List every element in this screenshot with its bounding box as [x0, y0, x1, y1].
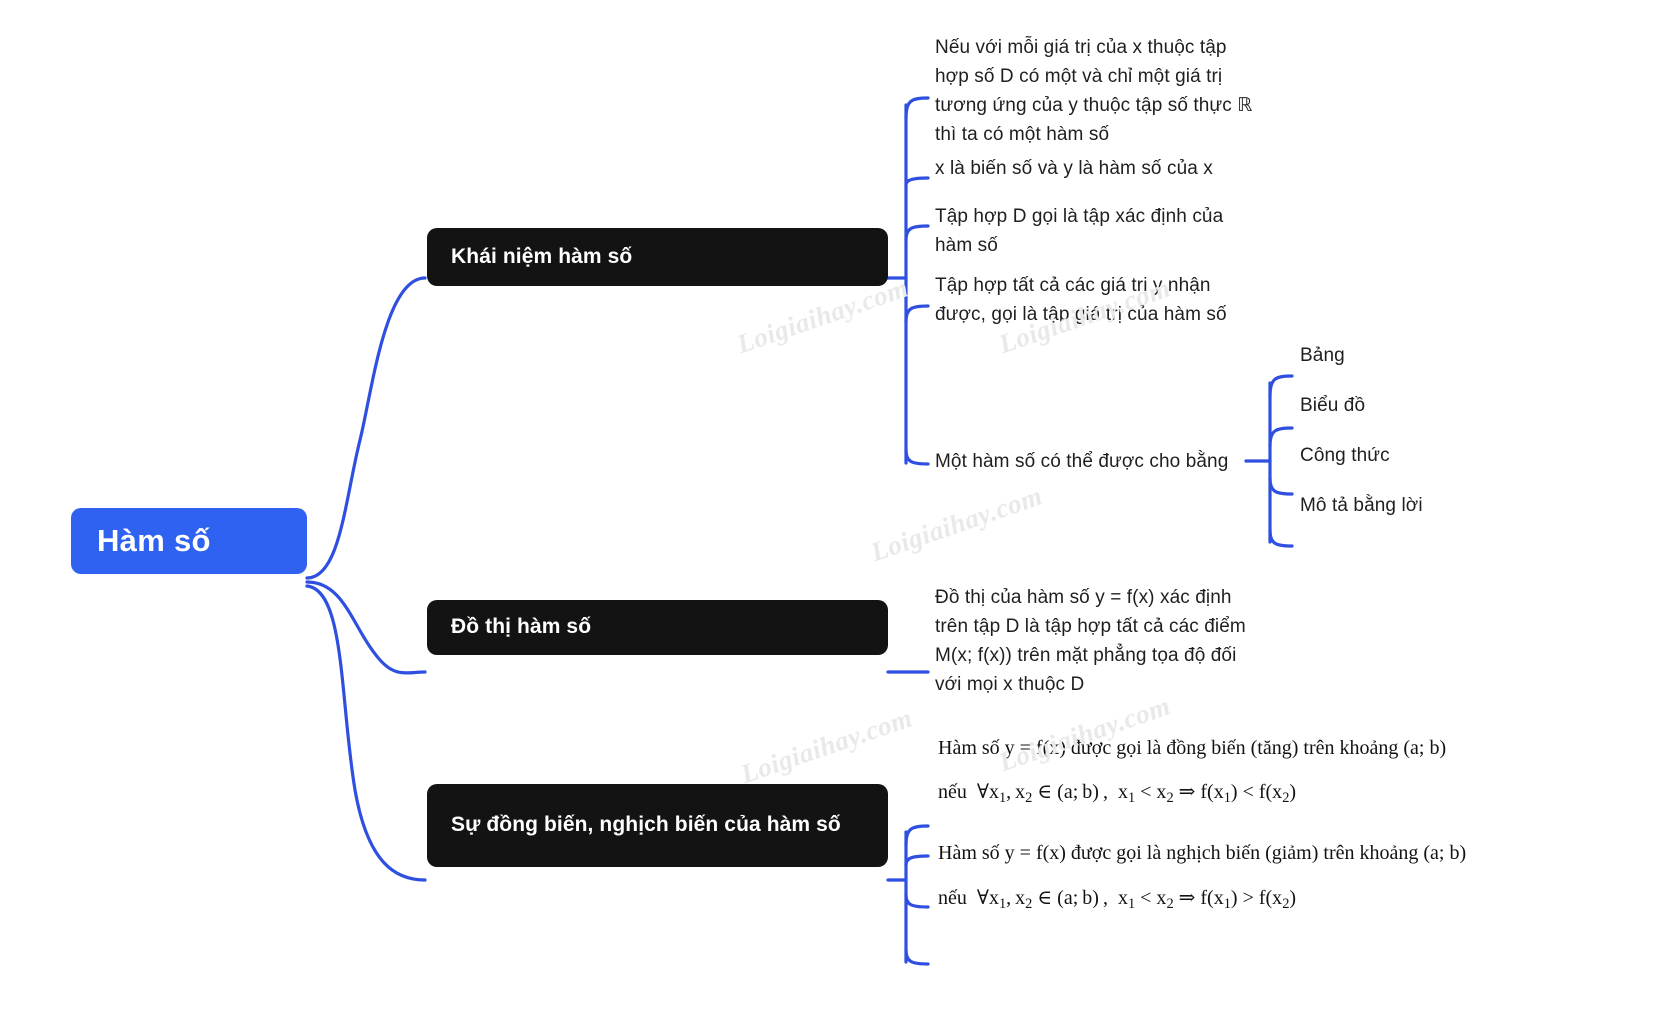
- link-khai-niem-child-1: [904, 96, 930, 120]
- leaf-math-formula: nếu ∀x1, x2 ∈ (a; b) , x1 < x2 ⇒ f(x1) <…: [938, 780, 1297, 806]
- link-root-to-dong-bien: [305, 584, 427, 882]
- topic-node-khai-niem-ham-so[interactable]: Khái niệm hàm số: [427, 228, 888, 286]
- topic-node-label: Sự đồng biến, nghịch biến của hàm số: [451, 813, 841, 837]
- topic-node-su-dong-bien[interactable]: Sự đồng biến, nghịch biến của hàm số: [427, 784, 888, 867]
- leaf-label: Công thức: [1300, 444, 1390, 466]
- leaf-cho-bang-bang[interactable]: Bảng: [1300, 342, 1500, 370]
- leaf-nghich-bien-1[interactable]: Hàm số y = f(x) được gọi là nghịch biến …: [938, 837, 1518, 869]
- leaf-label: Tập hợp D gọi là tập xác định của hàm số: [935, 206, 1224, 256]
- link-khai-niem-child-5: [904, 448, 930, 466]
- leaf-khai-niem-5[interactable]: Một hàm số có thể được cho bằng: [935, 447, 1255, 477]
- link-khai-niem-child-4: [904, 304, 930, 324]
- leaf-nghich-bien-formula-1[interactable]: nếu ∀x1, x2 ∈ (a; b) , x1 < x2 ⇒ f(x1) >…: [938, 883, 1518, 915]
- watermark-4: Loigiaihay.com: [736, 702, 917, 790]
- leaf-khai-niem-2[interactable]: x là biến số và y là hàm số của x: [935, 155, 1265, 183]
- topic-node-label: Khái niệm hàm số: [451, 244, 633, 268]
- link-dong-bien-child-4: [904, 948, 930, 966]
- leaf-label: Hàm số y = f(x) được gọi là đồng biến (t…: [938, 737, 1447, 759]
- link-dong-bien-child-1: [904, 824, 930, 847]
- link-cho-bang-child-3: [1268, 476, 1294, 496]
- link-root-to-do-thi: [305, 580, 427, 675]
- leaf-cho-bang-bieu-do[interactable]: Biểu đồ: [1300, 392, 1500, 420]
- root-node-ham-so[interactable]: Hàm số: [71, 508, 307, 574]
- root-node-label: Hàm số: [97, 523, 211, 558]
- leaf-label: Hàm số y = f(x) được gọi là nghịch biến …: [938, 842, 1467, 864]
- leaf-label: Biểu đồ: [1300, 394, 1366, 416]
- topic-node-label: Đồ thị hàm số: [451, 615, 592, 639]
- leaf-label: Một hàm số có thể được cho bằng: [935, 450, 1229, 472]
- topic-node-do-thi-ham-so[interactable]: Đồ thị hàm số: [427, 600, 888, 655]
- leaf-label: x là biến số và y là hàm số của x: [935, 157, 1213, 179]
- leaf-do-thi-1[interactable]: Đồ thị của hàm số y = f(x) xác định trên…: [935, 583, 1255, 701]
- leaf-khai-niem-1[interactable]: Nếu với mỗi giá trị của x thuộc tập hợp …: [935, 33, 1265, 151]
- watermark-3: Loigiaihay.com: [866, 480, 1047, 568]
- leaf-label: Bảng: [1300, 344, 1345, 366]
- link-cho-bang-child-1: [1268, 374, 1294, 398]
- link-khai-niem-child-2: [904, 176, 930, 187]
- leaf-math-formula: nếu ∀x1, x2 ∈ (a; b) , x1 < x2 ⇒ f(x1) >…: [938, 886, 1297, 912]
- link-root-to-khai-niem: [305, 276, 427, 580]
- link-dong-bien-child-2: [904, 854, 930, 867]
- leaf-khai-niem-3[interactable]: Tập hợp D gọi là tập xác định của hàm số: [935, 203, 1255, 261]
- leaf-label: Đồ thị của hàm số y = f(x) xác định trên…: [935, 587, 1246, 695]
- leaf-cho-bang-cong-thuc[interactable]: Công thức: [1300, 442, 1500, 470]
- leaf-khai-niem-4[interactable]: Tập hợp tất cả các giá trị y nhận được, …: [935, 272, 1255, 330]
- leaf-cho-bang-mo-ta-bang-loi[interactable]: Mô tả bằng lời: [1300, 492, 1530, 520]
- link-khai-niem-child-3: [904, 224, 930, 242]
- leaf-dong-bien-1[interactable]: Hàm số y = f(x) được gọi là đồng biến (t…: [938, 732, 1518, 764]
- leaf-dong-bien-formula-1[interactable]: nếu ∀x1, x2 ∈ (a; b) , x1 < x2 ⇒ f(x1) <…: [938, 777, 1518, 809]
- link-dong-bien-child-3: [904, 893, 930, 909]
- leaf-label: Mô tả bằng lời: [1300, 494, 1423, 516]
- leaf-label: Tập hợp tất cả các giá trị y nhận được, …: [935, 275, 1227, 325]
- link-cho-bang-child-4: [1268, 528, 1294, 548]
- link-cho-bang-child-2: [1268, 426, 1294, 448]
- leaf-label: Nếu với mỗi giá trị của x thuộc tập hợp …: [935, 37, 1253, 145]
